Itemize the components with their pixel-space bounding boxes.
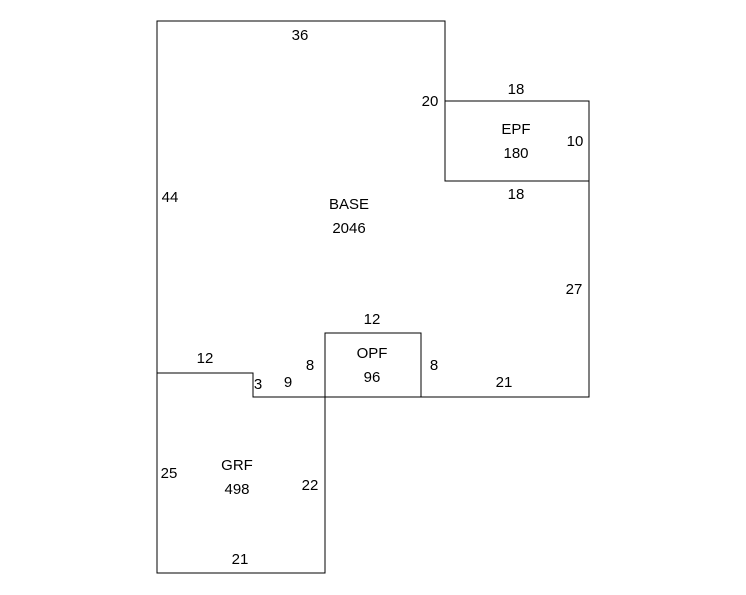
epf-outline	[444, 100, 590, 182]
opf-outline	[324, 332, 422, 398]
dim-base-top: 36	[292, 27, 309, 44]
dim-base-bottom-right: 21	[496, 374, 513, 391]
dim-base-notch-top: 20	[422, 93, 439, 110]
dim-opf-right: 8	[430, 357, 438, 374]
dim-opf-left: 8	[306, 357, 314, 374]
dim-opf-top: 12	[364, 311, 381, 328]
base-area-code: BASE	[329, 196, 369, 213]
dim-base-left: 44	[162, 189, 179, 206]
grf-outline	[156, 373, 326, 574]
dim-base-right: 27	[566, 281, 583, 298]
opf-area-code: OPF	[357, 345, 388, 362]
dim-base-step-side: 3	[254, 376, 262, 393]
epf-area-code: EPF	[501, 121, 530, 138]
grf-area-code: GRF	[221, 457, 253, 474]
dim-epf-bottom: 18	[508, 186, 525, 203]
grf-area-value: 498	[224, 481, 249, 498]
opf-area-value: 96	[364, 369, 381, 386]
dim-epf-top: 18	[508, 81, 525, 98]
dim-epf-right: 10	[567, 133, 584, 150]
dim-base-step-bottom: 9	[284, 374, 292, 391]
dim-grf-bottom: 21	[232, 551, 249, 568]
base-outline	[156, 20, 590, 398]
dim-grf-left: 25	[161, 465, 178, 482]
dim-grf-right: 22	[302, 477, 319, 494]
dim-base-step-top: 12	[197, 350, 214, 367]
epf-area-value: 180	[503, 145, 528, 162]
base-area-value: 2046	[332, 220, 365, 237]
